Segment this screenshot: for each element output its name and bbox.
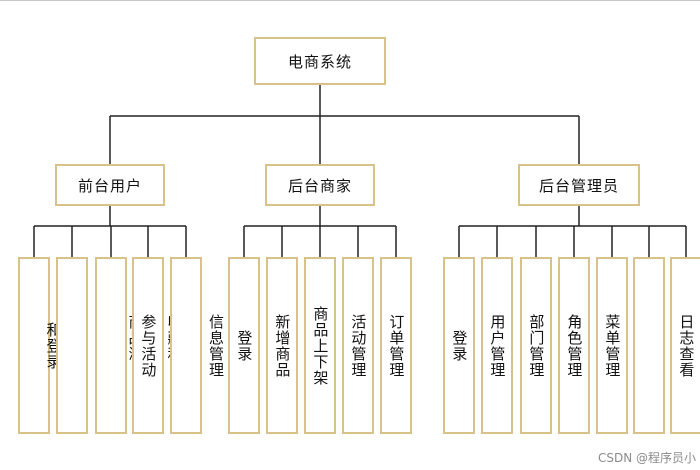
leaf-node: 登录 — [228, 257, 260, 434]
leaf-node-label: 活动管理 — [349, 313, 368, 378]
group-node-frontend-user: 前台用户 — [55, 164, 165, 206]
root-node-label: 电商系统 — [287, 52, 352, 71]
leaf-node: 菜单管理 — [596, 257, 628, 434]
root-node: 电商系统 — [254, 37, 386, 85]
leaf-node-label: 新增商品 — [273, 313, 292, 378]
leaf-node: 参与活动 — [132, 257, 164, 434]
group-node-label: 前台用户 — [77, 176, 142, 195]
leaf-node: 角色管理 — [558, 257, 590, 434]
leaf-node-label: 登录 — [450, 329, 469, 362]
leaf-node-label: 日志查看 — [677, 313, 696, 378]
group-node-label: 后台管理员 — [538, 176, 619, 195]
leaf-node: 订单管理 — [380, 257, 412, 434]
leaf-node: 用户管理 — [481, 257, 513, 434]
leaf-node-label: 角色管理 — [565, 313, 584, 378]
top-border — [0, 0, 700, 1]
leaf-node-label: 商品上下架 — [311, 305, 330, 386]
leaf-node: 商品类型管理 — [633, 257, 700, 434]
leaf-node-label-line: 信息管理 — [207, 313, 225, 378]
leaf-node-label: 登录 — [235, 329, 254, 362]
group-node-backend-admin: 后台管理员 — [518, 164, 640, 206]
leaf-node-label: 菜单管理 — [603, 313, 622, 378]
leaf-node-label: 参与活动 — [139, 313, 158, 378]
leaf-node-label: 订单管理 — [387, 313, 406, 378]
leaf-node: 登录 — [443, 257, 475, 434]
leaf-node: 日志查看 — [670, 257, 700, 434]
leaf-node-label: 用户管理 — [488, 313, 507, 378]
leaf-node: 活动管理 — [342, 257, 374, 434]
leaf-node: 部门管理 — [520, 257, 552, 434]
leaf-node-label: 部门管理 — [527, 313, 546, 378]
leaf-node: 商品上下架 — [304, 257, 336, 434]
leaf-node: 个人信息管理 — [170, 257, 248, 434]
group-node-backend-merchant: 后台商家 — [265, 164, 375, 206]
watermark: CSDN @程序员小 — [597, 451, 696, 465]
leaf-node: 新增商品 — [266, 257, 298, 434]
group-node-label: 后台商家 — [287, 176, 352, 195]
